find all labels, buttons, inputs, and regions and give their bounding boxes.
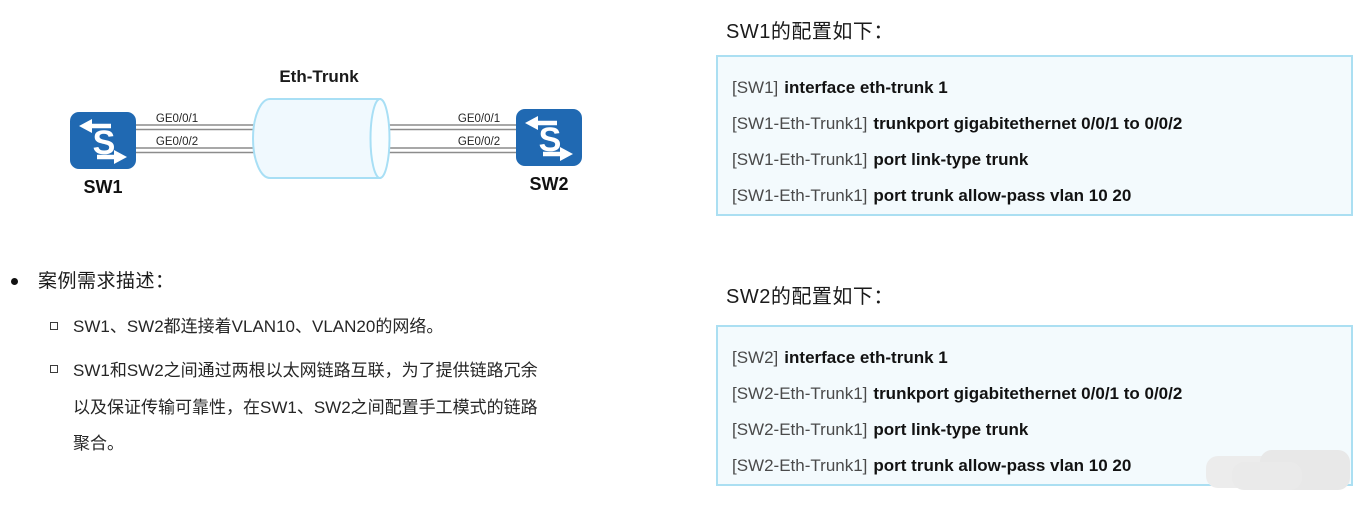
config-line: [SW2] interface eth-trunk 1 [732,340,1341,376]
case-heading: 案例需求描述： [38,271,175,292]
config-command: port trunk allow-pass vlan 10 20 [873,186,1132,205]
watermark-smudge [1232,462,1302,490]
config-prompt: [SW1-Eth-Trunk1] [732,114,868,133]
switch-left-arrow-icon [525,116,557,130]
sw1-ge2-port-label: GE0/0/2 [156,136,198,148]
sw2-config-box: [SW2] interface eth-trunk 1 [SW2-Eth-Trun… [716,325,1353,486]
sw1-config-box: [SW1] interface eth-trunk 1 [SW1-Eth-Trun… [716,55,1353,216]
switch-left-arrow-icon [79,119,111,133]
switch-right-arrow-icon [543,147,573,161]
config-prompt: [SW2-Eth-Trunk1] [732,384,868,403]
sw2-label: SW2 [529,174,568,194]
eth-trunk-diagram: Eth-Trunk GE0/0/1 GE0/0/2 GE0/0/1 GE0/0/… [70,67,582,197]
switch-letter: S [539,121,562,159]
case-bullet-1: SW1、SW2都连接着VLAN10、VLAN20的网络。 [73,317,444,336]
sub-bullet-icon [50,365,58,373]
config-command: port trunk allow-pass vlan 10 20 [873,456,1132,475]
sw2-switch-icon: S [516,109,582,166]
sw2-config-heading: SW2的配置如下： [726,286,894,308]
config-command: interface eth-trunk 1 [784,348,948,367]
bullet-icon [11,278,18,285]
sw2-ge1-port-label: GE0/0/1 [458,113,500,125]
config-command: interface eth-trunk 1 [784,78,948,97]
config-line: [SW2-Eth-Trunk1] port link-type trunk [732,412,1341,448]
case-bullet-2-line3: 聚合。 [73,434,124,453]
config-line: [SW1] interface eth-trunk 1 [732,70,1341,106]
config-prompt: [SW1-Eth-Trunk1] [732,186,868,205]
config-command: trunkport gigabitethernet 0/0/1 to 0/0/2 [873,114,1183,133]
switch-right-arrow-icon [97,150,127,164]
config-command: port link-type trunk [873,150,1029,169]
config-prompt: [SW1-Eth-Trunk1] [732,150,868,169]
eth-trunk-cylinder-icon [252,98,391,179]
config-line: [SW1-Eth-Trunk1] trunkport gigabitetherne… [732,106,1341,142]
config-line: [SW1-Eth-Trunk1] port trunk allow-pass vl… [732,178,1341,214]
config-prompt: [SW2-Eth-Trunk1] [732,420,868,439]
config-prompt: [SW2] [732,348,779,367]
case-bullet-2-line1: SW1和SW2之间通过两根以太网链路互联，为了提供链路冗余 [73,361,538,380]
config-line: [SW2-Eth-Trunk1] port trunk allow-pass vl… [732,448,1341,484]
eth-trunk-title: Eth-Trunk [279,67,359,86]
sw1-switch-icon: S [70,112,136,169]
config-line: [SW2-Eth-Trunk1] trunkport gigabitetherne… [732,376,1341,412]
config-prompt: [SW1] [732,78,779,97]
config-prompt: [SW2-Eth-Trunk1] [732,456,868,475]
switch-letter: S [93,124,116,162]
config-command: trunkport gigabitethernet 0/0/1 to 0/0/2 [873,384,1183,403]
link-lines [136,124,516,154]
config-command: port link-type trunk [873,420,1029,439]
config-line: [SW1-Eth-Trunk1] port link-type trunk [732,142,1341,178]
sw2-ge2-port-label: GE0/0/2 [458,136,500,148]
case-bullet-2-line2: 以及保证传输可靠性，在SW1、SW2之间配置手工模式的链路 [73,397,538,417]
sw1-config-heading: SW1的配置如下： [726,21,894,43]
sw1-ge1-port-label: GE0/0/1 [156,113,198,125]
sw1-label: SW1 [83,177,122,197]
sub-bullet-icon [50,322,58,330]
case-bullet-2: SW1和SW2之间通过两根以太网链路互联，为了提供链路冗余 以及保证传输可靠性，… [73,353,538,463]
